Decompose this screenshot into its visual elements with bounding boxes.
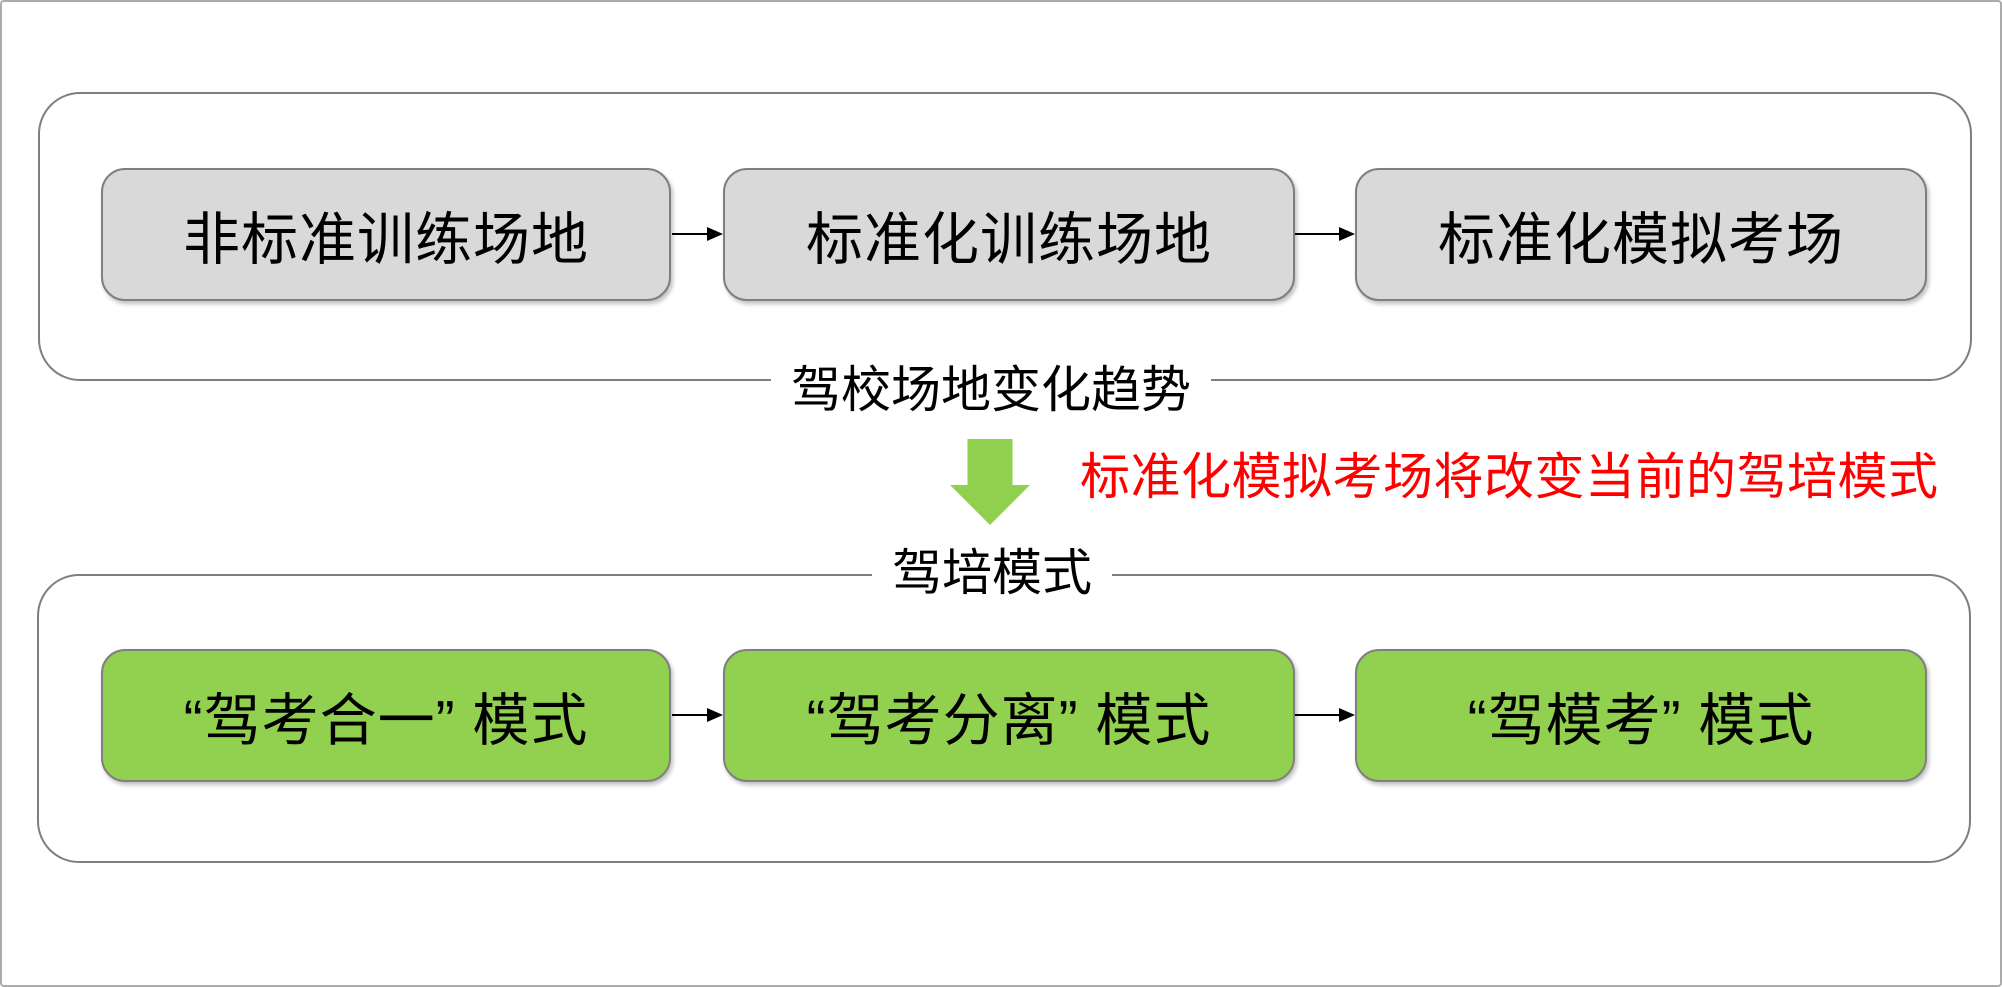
bottom-group-label: 驾培模式 (872, 543, 1112, 603)
mode-box-integrated: “驾考合一” 模式 (101, 649, 671, 782)
mode-box-separated: “驾考分离” 模式 (723, 649, 1295, 782)
stage-box-nonstandard-field: 非标准训练场地 (101, 168, 671, 301)
flow-arrow-icon (672, 227, 723, 241)
top-group-label: 驾校场地变化趋势 (771, 360, 1211, 420)
transition-note: 标准化模拟考场将改变当前的驾培模式 (1080, 449, 1939, 505)
down-arrow-icon (950, 439, 1030, 525)
mode-box-simulated-exam: “驾模考” 模式 (1355, 649, 1927, 782)
flow-arrow-icon (1295, 708, 1355, 722)
flow-arrow-icon (672, 708, 723, 722)
flow-arrow-icon (1295, 227, 1355, 241)
stage-box-standardized-field: 标准化训练场地 (723, 168, 1295, 301)
stage-box-simulated-exam-field: 标准化模拟考场 (1355, 168, 1927, 301)
